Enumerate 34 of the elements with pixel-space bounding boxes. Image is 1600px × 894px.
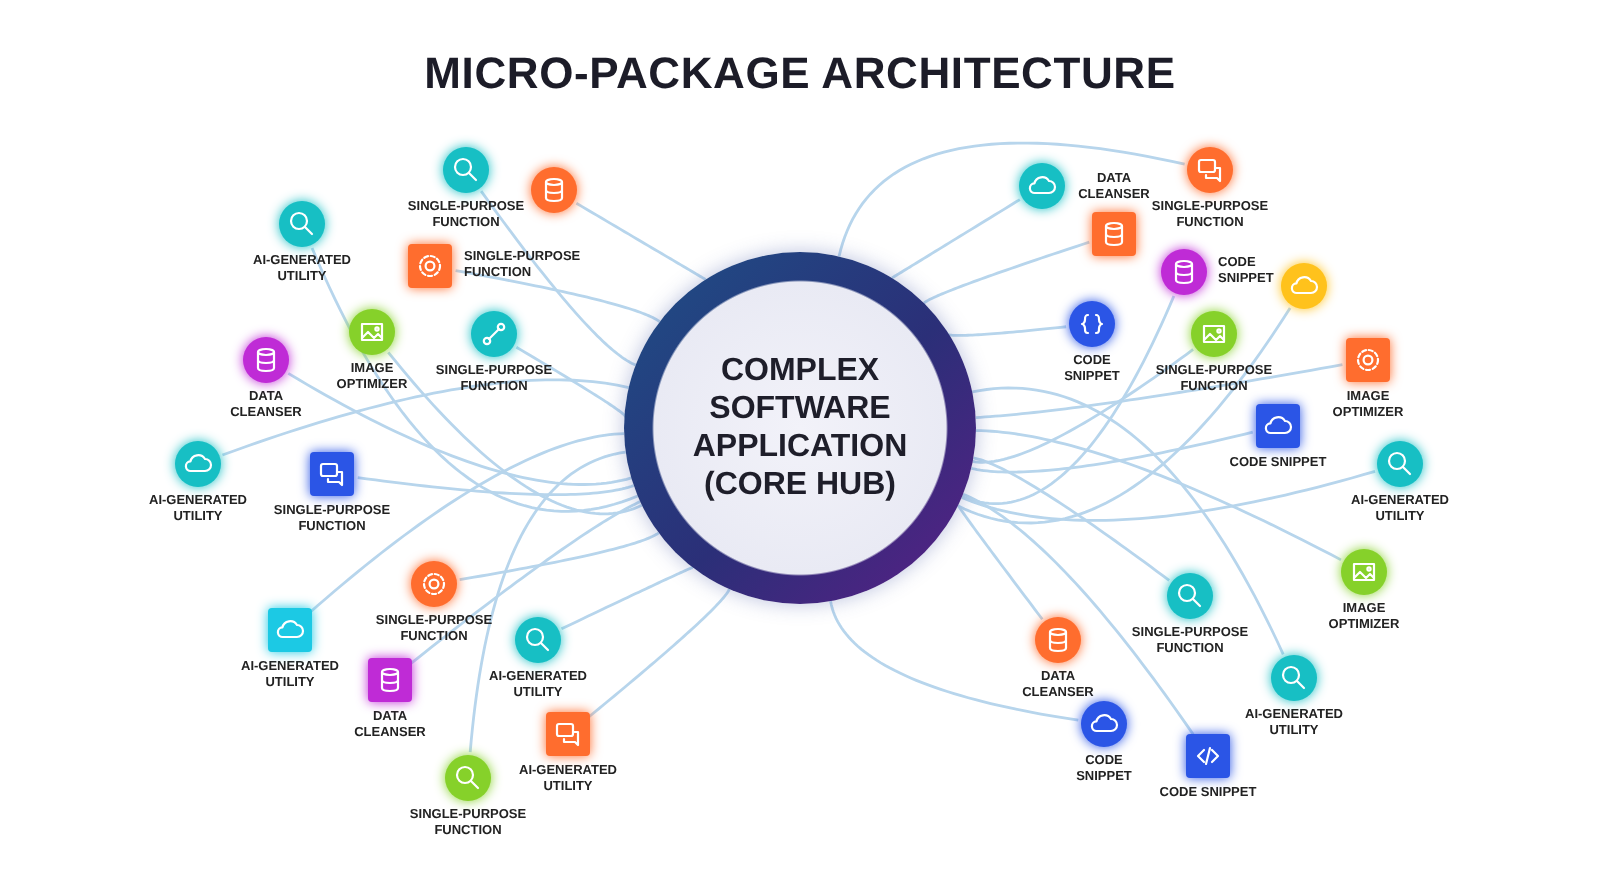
- connector-line: [944, 325, 1067, 337]
- connector-line: [287, 372, 632, 486]
- connector-line: [973, 456, 1170, 582]
- connector-line: [971, 430, 1254, 474]
- connector-line: [409, 500, 641, 665]
- connector-line: [972, 348, 1194, 464]
- hub-label: COMPLEX SOFTWARE APPLICATION (CORE HUB): [690, 351, 910, 505]
- connector-line: [890, 198, 1021, 280]
- connector-line: [308, 432, 625, 614]
- hub-circle: [624, 252, 976, 604]
- connector-line: [387, 351, 643, 516]
- connector-line: [480, 190, 637, 367]
- connector-line: [515, 346, 627, 419]
- connector-line: [829, 601, 1079, 722]
- connector-line: [961, 295, 1176, 505]
- connector-line: [560, 566, 695, 631]
- connector-line: [468, 450, 626, 753]
- connector-line: [956, 503, 1044, 621]
- connector-line: [459, 531, 660, 582]
- connector-line: [923, 240, 1090, 305]
- diagram-title: MICRO-PACKAGE ARCHITECTURE: [422, 48, 1178, 100]
- connector-line: [357, 476, 635, 497]
- connector-line: [310, 247, 639, 513]
- connector-line: [975, 429, 1342, 562]
- connector-line: [575, 202, 707, 281]
- connector-line: [221, 378, 629, 457]
- connector-line: [972, 386, 1285, 655]
- connector-line: [962, 492, 1195, 736]
- connector-line: [455, 269, 661, 323]
- connector-line: [587, 588, 731, 719]
- connector-line: [961, 470, 1376, 522]
- connector-line: [837, 141, 1185, 257]
- connector-line: [957, 307, 1292, 525]
- connector-line: [975, 363, 1343, 419]
